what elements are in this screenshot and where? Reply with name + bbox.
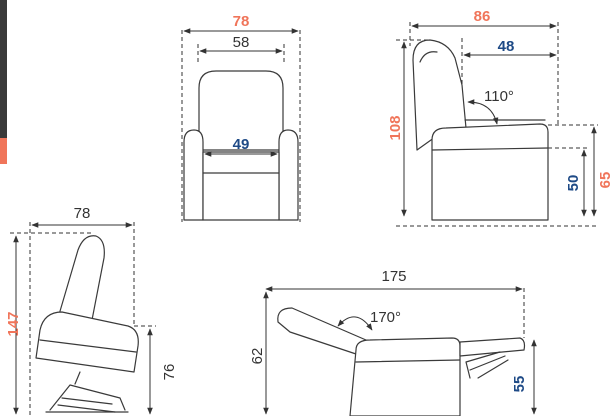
front-seat-width-label: 49: [233, 136, 250, 153]
front-right-arm: [278, 129, 299, 221]
reclined-view: 175 170° 62 55: [249, 268, 537, 416]
lift-view: 78 147 76: [5, 205, 178, 416]
side-arm-height-label: 65: [597, 172, 613, 189]
side-recline-angle-label: 110°: [484, 88, 514, 105]
front-back-width-label: 58: [233, 34, 250, 51]
lift-mechanism: [49, 371, 126, 413]
lift-seat: [35, 311, 139, 373]
reclined-height-label: 62: [249, 348, 266, 365]
reclined-footrest-height-label: 55: [511, 376, 528, 393]
front-left-arm: [183, 129, 204, 221]
edge-tab-dark: [0, 0, 7, 138]
front-seat-base: [202, 151, 280, 221]
side-seat-height-label: 50: [565, 175, 582, 192]
reclined-length-label: 175: [381, 268, 406, 285]
front-overall-width-label: 78: [233, 13, 250, 30]
reclined-backrest: [277, 307, 367, 357]
side-seat-depth-label: 48: [498, 38, 515, 55]
side-seat-base: [431, 123, 549, 221]
side-backrest: [412, 39, 467, 151]
reclined-footrest: [459, 337, 526, 357]
reclined-seat-base: [349, 337, 461, 416]
side-depth-label: 86: [474, 8, 491, 25]
side-height-label: 108: [387, 115, 404, 140]
front-backrest: [198, 70, 284, 151]
front-view: 78 58 49: [181, 13, 301, 222]
lift-backrest: [57, 235, 105, 321]
side-view: 86 48 110° 108 50 65: [387, 8, 613, 227]
edge-tab-orange: [0, 138, 7, 164]
lift-seat-height-label: 76: [161, 364, 178, 381]
reclined-angle-label: 170°: [370, 309, 401, 326]
lift-width-label: 78: [74, 205, 91, 222]
lift-height-label: 147: [5, 311, 22, 336]
